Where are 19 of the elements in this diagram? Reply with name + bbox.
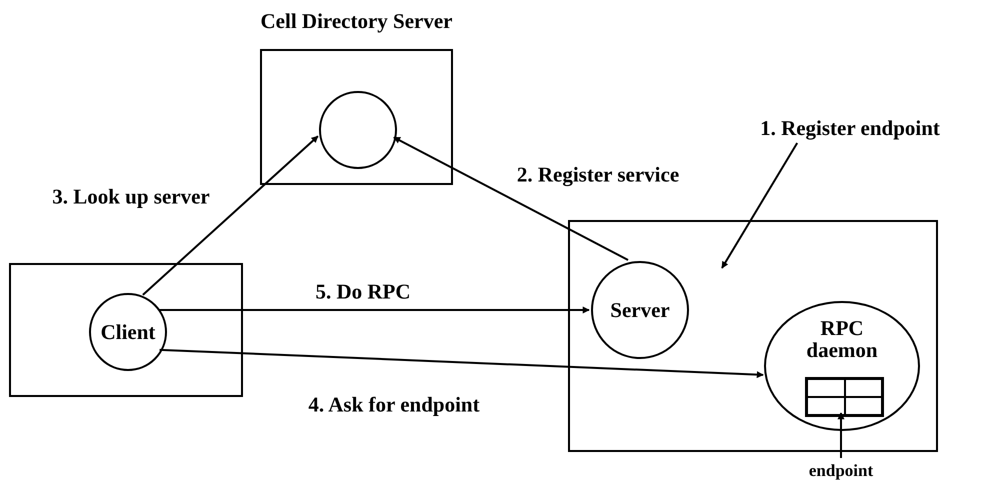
server-heading: Cell Directory Server — [260, 9, 452, 34]
endpoint-text: endpoint — [808, 462, 874, 480]
node-label: Client — [100, 320, 156, 344]
arrow — [721, 142, 798, 269]
node-label: Server — [610, 298, 670, 322]
arrow — [160, 348, 764, 378]
arrow — [142, 136, 319, 296]
daemon-ellipse — [764, 301, 920, 431]
client-circle — [89, 293, 167, 371]
endpoint-table — [805, 377, 884, 417]
service-circle — [319, 91, 397, 169]
server-circle — [591, 261, 689, 359]
arrow — [159, 306, 590, 314]
arrow — [393, 136, 628, 261]
step-text: 1. Register endpoint — [760, 116, 940, 140]
server-machine-box — [568, 220, 938, 452]
arrow — [838, 412, 844, 458]
client-machine-box — [9, 263, 243, 397]
daemon-label: RPC daemon — [805, 317, 879, 362]
